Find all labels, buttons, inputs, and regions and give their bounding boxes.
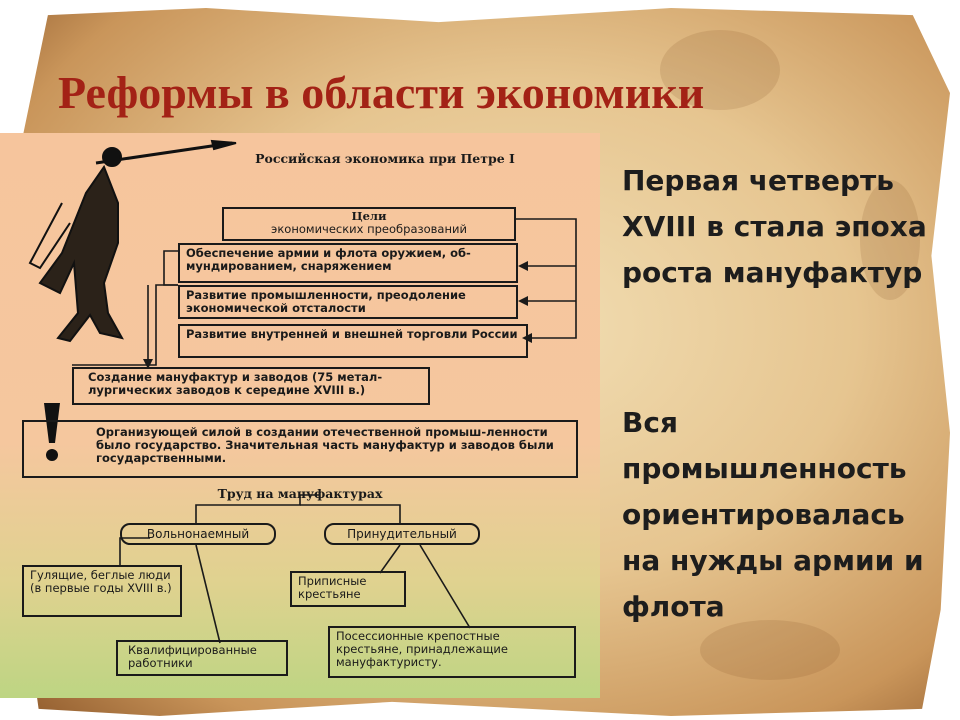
forced-assigned-box: Приписные крестьяне [290,571,406,607]
exclamation-icon [44,403,60,461]
text-paragraph: Вся промышленность ориентировалась на ну… [622,406,924,623]
labor-heading: Труд на мануфактурах [217,486,383,501]
goals-box: Цели экономических преобразований [222,207,516,241]
parchment-stain [700,620,840,680]
parchment-stain [860,180,920,300]
diagram-connectors [28,139,577,644]
goals-title: Цели [351,209,387,223]
note-box: Организующей силой в создании отечествен… [22,420,578,478]
text-paragraph: Первая четверть XVIII в стала эпоха рост… [622,164,927,289]
diagram-heading: Российская экономика при Петре I [255,151,515,166]
hired-wanderers-box: Гулящие, беглые люди (в первые годы XVII… [22,565,182,617]
goal-army-box: Обеспечение армии и флота оружием, об-му… [178,243,518,283]
goal-industry-box: Развитие промышленности, преодоление эко… [178,285,518,319]
forced-possessional-box: Посессионные крепостные крестьяне, прина… [328,626,576,678]
parchment-stain [660,30,780,110]
goal-trade-box: Развитие внутренней и внешней торговли Р… [178,324,528,358]
hired-skilled-box: Квалифицированные работники [116,640,288,676]
slide-title: Реформы в области экономики [58,67,705,118]
goals-subtitle: экономических преобразований [271,222,467,236]
result-box: Создание мануфактур и заводов (75 метал-… [72,367,430,405]
peter-figure-illustration [28,139,237,343]
forced-labor-node: Принудительный [324,523,480,545]
economy-diagram: Российская экономика при Петре I Цели эк… [0,133,600,698]
hired-labor-node: Вольнонаемный [120,523,276,545]
